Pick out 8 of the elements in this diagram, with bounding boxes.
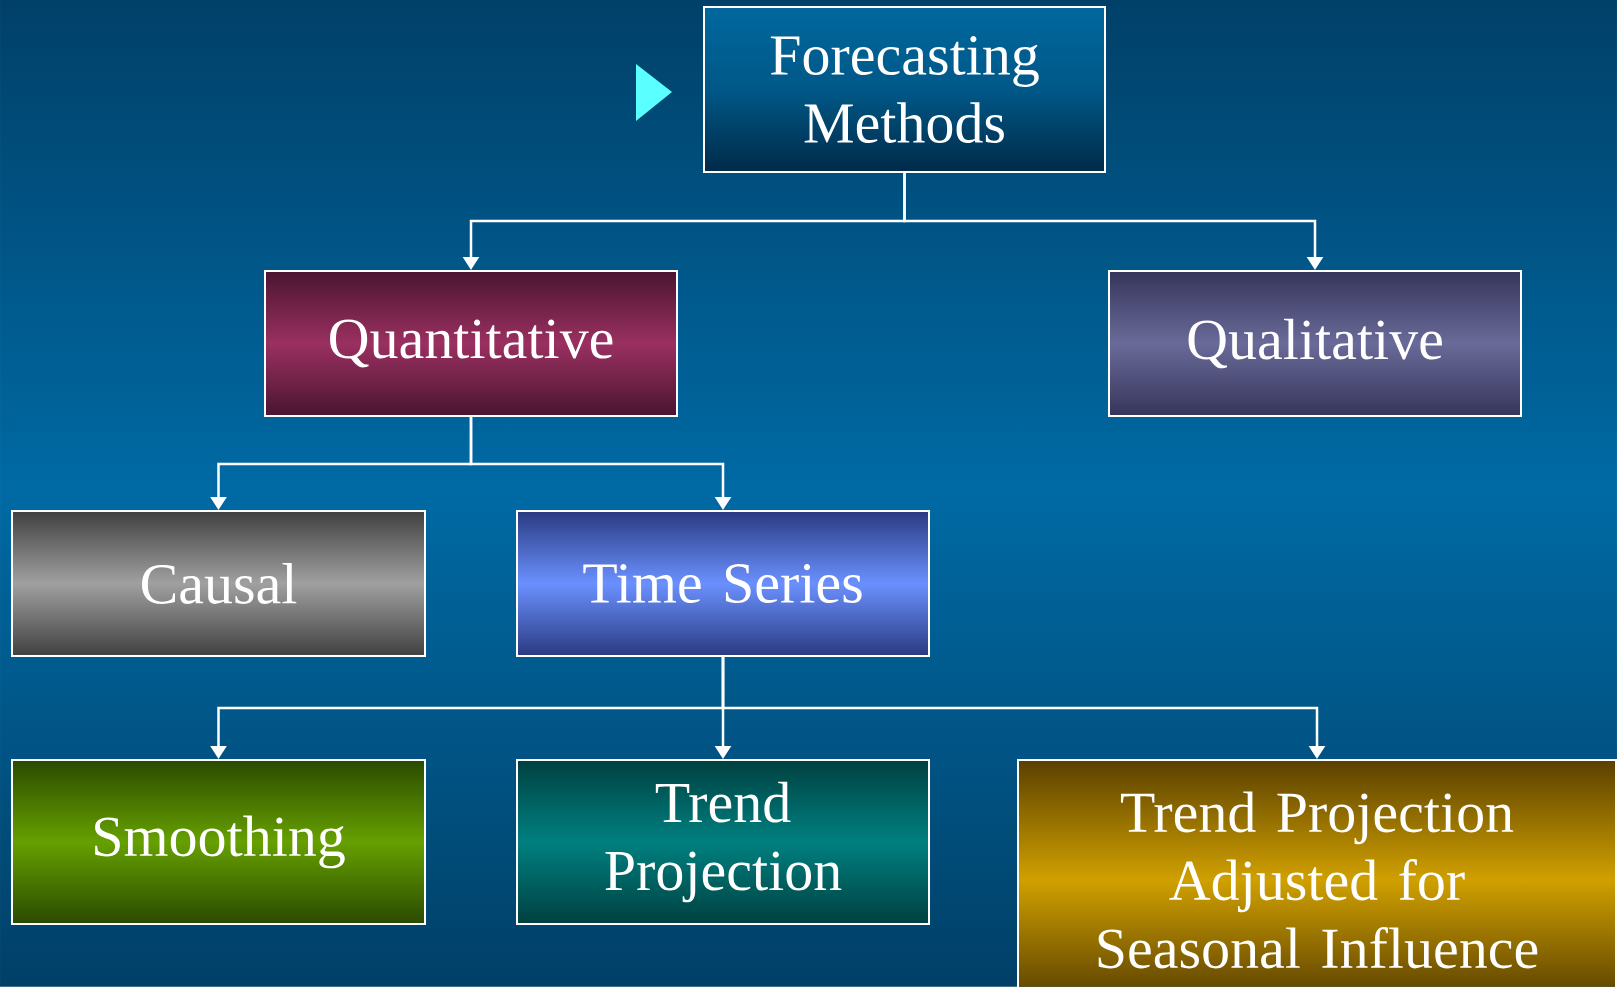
process-box: Quantitative <box>264 270 678 417</box>
process-box: Smoothing <box>11 759 426 925</box>
process-box: Trend Projection Adjusted for Seasonal Influence <box>1017 759 1617 987</box>
process-box: Time Series <box>516 510 930 657</box>
process-box: Causal <box>11 510 426 657</box>
process-box: Trend Projection <box>516 759 930 925</box>
process-box: Qualitative <box>1108 270 1522 417</box>
process-box: Forecasting Methods <box>703 6 1106 173</box>
